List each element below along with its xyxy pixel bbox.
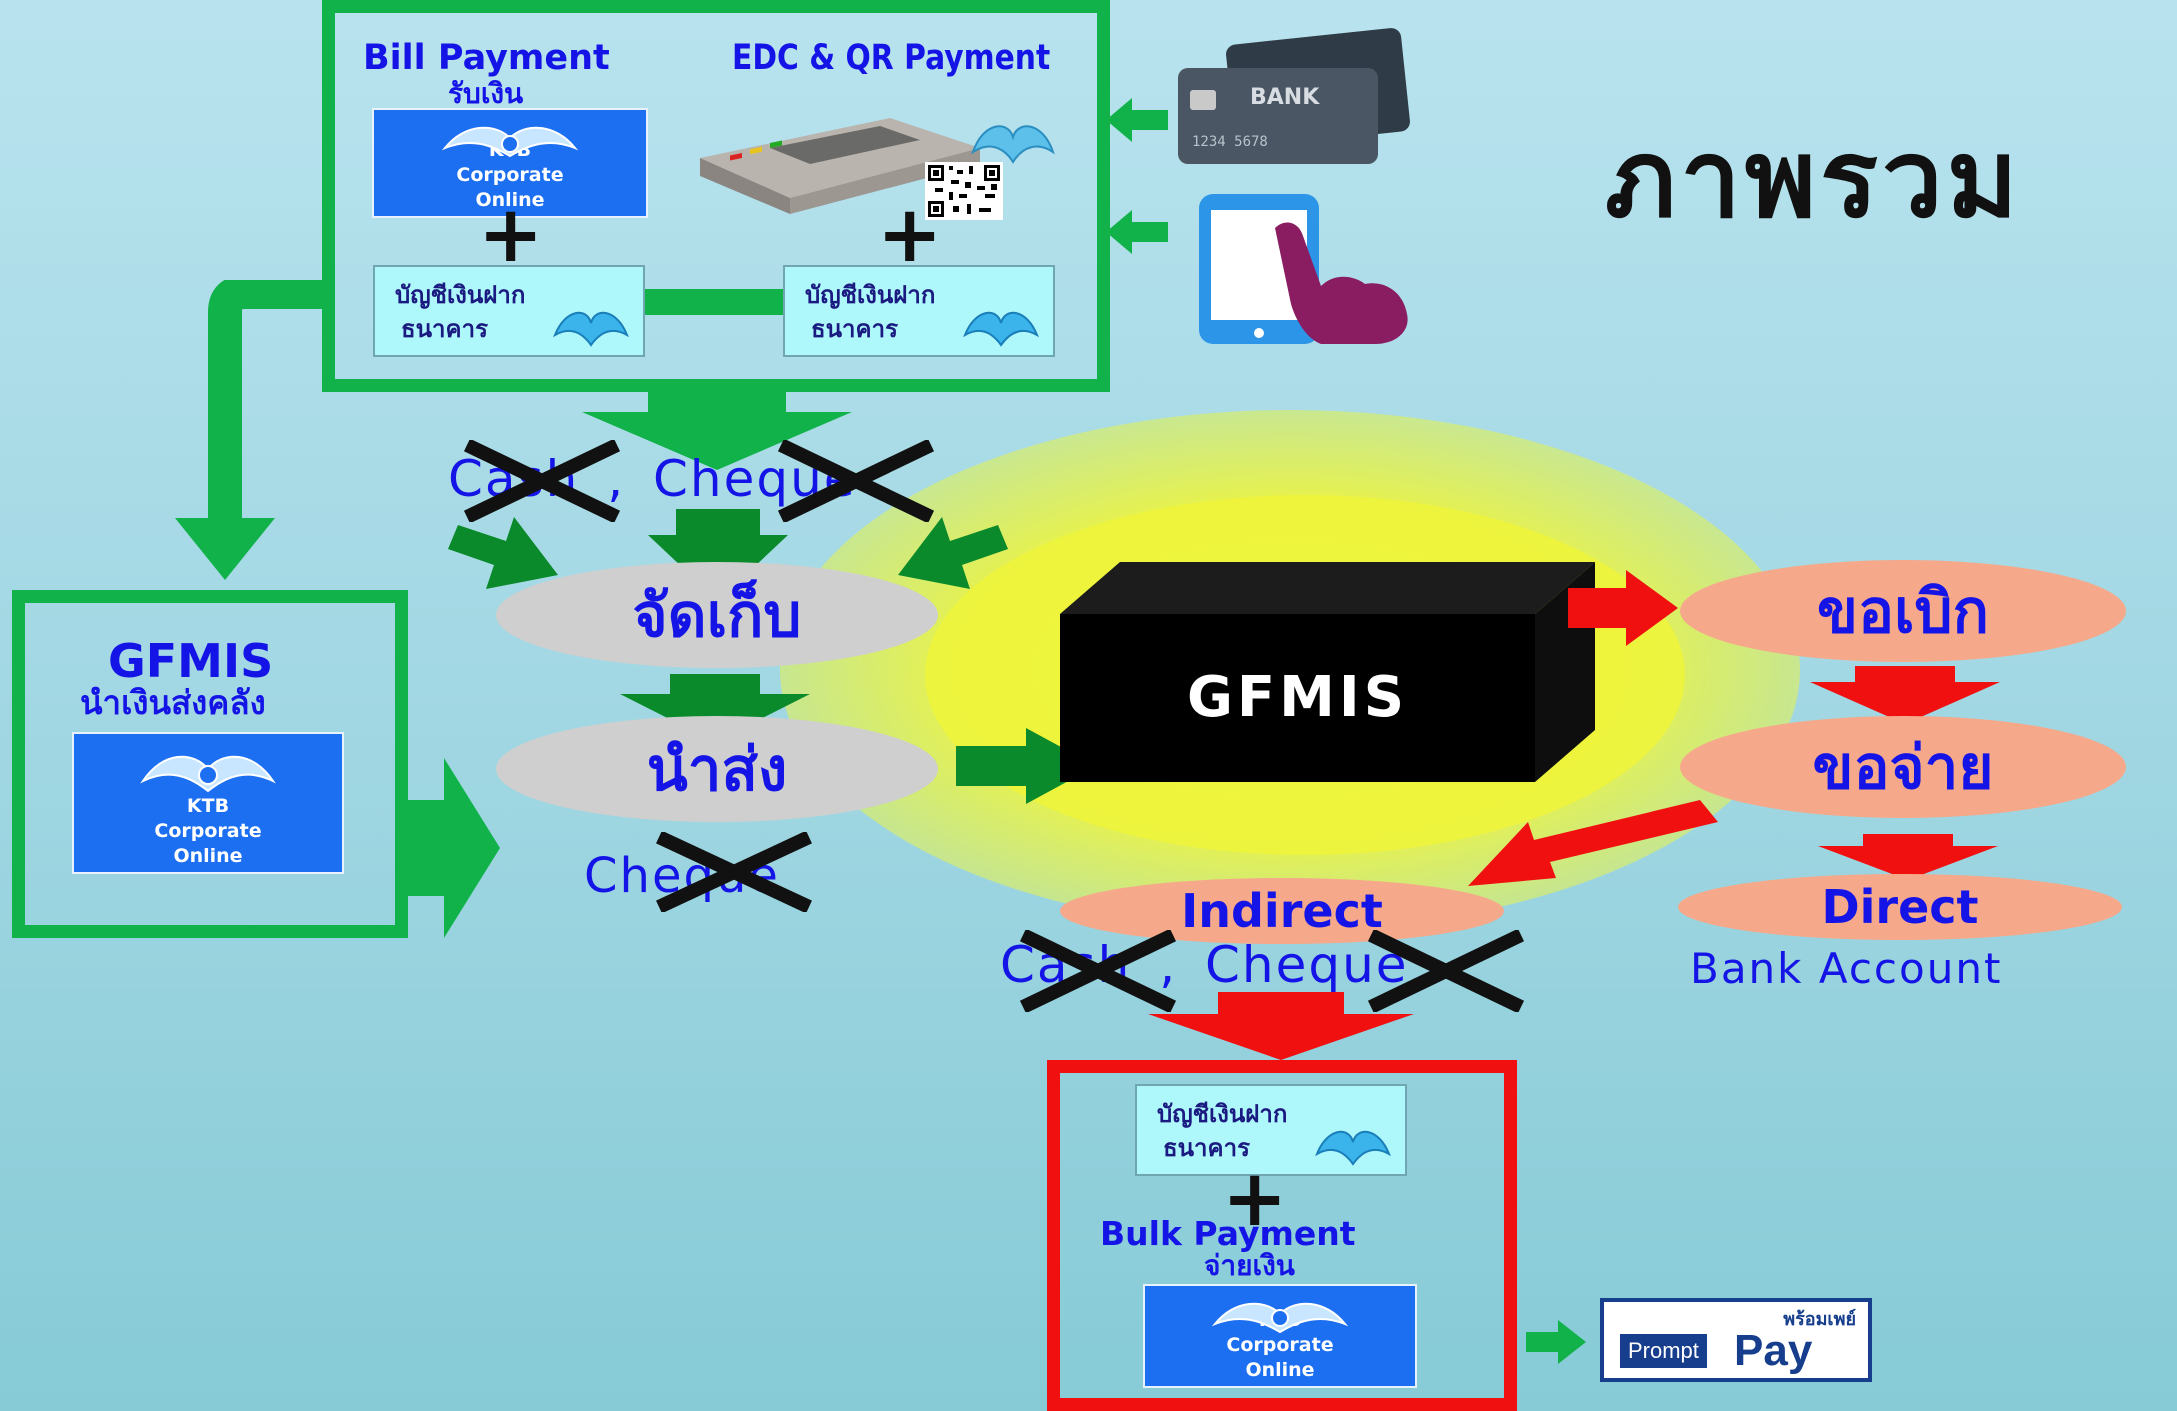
arrow-pay-to-direct (1818, 834, 1998, 880)
gfmis-cube-label: GFMIS (1186, 665, 1409, 730)
direct-ellipse: Direct (1678, 874, 2122, 940)
arrow-mobile-to-box (1106, 210, 1168, 254)
direct-label: Direct (1821, 880, 1979, 934)
ktb-bird-mini-icon (963, 311, 1039, 347)
account-line2: ธนาคาร (811, 314, 898, 343)
comma-bottom: , (1159, 936, 1178, 994)
connector-bar (645, 289, 783, 315)
ktb-bird-mini-icon (1315, 1130, 1391, 1166)
ktb-corporate-online-tile-collect: KTB Corporate Online (372, 108, 648, 218)
mobile-tap-icon (1199, 194, 1408, 344)
ktb-label-2: Corporate (154, 820, 262, 842)
ktb-label-1: KTB (186, 795, 230, 817)
cross-cash-top-icon (463, 440, 621, 522)
ktb-label-3: Online (173, 845, 243, 867)
cross-cheque-top-icon (777, 440, 935, 522)
account-line2: ธนาคาร (401, 314, 488, 343)
collect-ellipse: จัดเก็บ (496, 562, 938, 668)
promptpay-logo: พร้อมเพย์ Prompt Pay (1600, 1298, 1872, 1382)
gfmis-box-title: GFMIS (108, 634, 274, 688)
bulk-payment-label: Bulk Payment (1100, 1214, 1356, 1253)
request-withdraw-ellipse: ขอเบิก (1680, 560, 2126, 662)
plus-sign-payout: + (1222, 1154, 1288, 1244)
qr-code-icon (925, 162, 1003, 220)
bank-account-box-payout: บัญชีเงินฝาก ธนาคาร (1135, 1084, 1407, 1176)
indirect-ellipse: Indirect (1060, 878, 1504, 944)
bill-payment-sub: รับเงิน (448, 77, 524, 110)
ktb-bird-logo-icon (140, 755, 276, 793)
request-pay-ellipse: ขอจ่าย (1680, 716, 2126, 818)
request-withdraw-label: ขอเบิก (1817, 576, 1989, 647)
ktb-corporate-online-tile-payout: KTB Corporate Online (1143, 1284, 1417, 1388)
arrow-to-promptpay (1526, 1320, 1586, 1364)
indirect-label: Indirect (1181, 884, 1383, 938)
ktb-bird-small-icon (971, 125, 1055, 164)
arrow-card-to-box (1106, 98, 1168, 142)
edc-qr-label: EDC & QR Payment (732, 38, 1051, 78)
promptpay-pay: Pay (1734, 1326, 1813, 1375)
promptpay-prompt: Prompt (1620, 1334, 1707, 1368)
ktb-label-3: Online (475, 189, 545, 211)
arrow-gfmis-box-to-remit (404, 758, 500, 938)
arrow-pay-to-indirect (1468, 800, 1718, 886)
ktb-bird-logo-icon (1211, 1302, 1349, 1334)
arrow-gfmis-to-withdraw (1568, 570, 1678, 646)
bank-card-icon: BANK 1234 5678 (1178, 28, 1410, 164)
cash-cheque-bottom: Cash , Cheque (1000, 936, 1409, 994)
arrow-indirect-to-payout (1148, 992, 1414, 1060)
card-bank-text: BANK (1250, 85, 1320, 110)
gfmis-box-subtitle: นำเงินส่งคลัง (80, 683, 266, 722)
remit-label: นำส่ง (646, 734, 788, 805)
plus-sign-right: + (877, 190, 943, 280)
plus-sign-left: + (478, 190, 544, 280)
ktb-bird-logo-icon (441, 127, 579, 158)
ktb-label-2: Corporate (1226, 1334, 1334, 1356)
page-title: ภาพรวม (1605, 117, 2022, 242)
collection-channels-box (322, 0, 1110, 392)
cross-cheque-bottom-icon (1367, 930, 1525, 1012)
bank-account-label: Bank Account (1690, 944, 2003, 993)
bank-account-box-right: บัญชีเงินฝาก ธนาคาร (783, 265, 1055, 357)
ktb-label-3: Online (1245, 1359, 1315, 1381)
cheque-text-bottom: Cheque (1205, 936, 1409, 994)
bill-payment-label: Bill Payment (363, 38, 610, 78)
account-line1: บัญชีเงินฝาก (805, 280, 936, 309)
account-line1: บัญชีเงินฝาก (395, 280, 526, 309)
arrow-withdraw-to-pay (1810, 666, 2000, 724)
ktb-bird-mini-icon (553, 311, 629, 347)
arrow-box-to-gfmis (175, 280, 330, 580)
gfmis-remit-box (12, 590, 408, 938)
card-number-text: 1234 5678 (1192, 134, 1268, 150)
account-line1: บัญชีเงินฝาก (1157, 1099, 1288, 1128)
bank-account-box-left: บัญชีเงินฝาก ธนาคาร (373, 265, 645, 357)
collect-label: จัดเก็บ (632, 580, 802, 651)
cross-cash-bottom-icon (1019, 930, 1177, 1012)
comma-top: , (607, 450, 626, 508)
request-pay-label: ขอจ่าย (1812, 732, 1994, 803)
remit-ellipse: นำส่ง (496, 716, 938, 822)
arrow-down-from-top-box (582, 390, 852, 470)
arrow-collect-to-remit (620, 674, 810, 742)
ktb-label-2: Corporate (456, 164, 564, 186)
bulk-payment-sub: จ่ายเงิน (1204, 1249, 1295, 1282)
ktb-corporate-online-tile-gfmis: KTB Corporate Online (72, 732, 344, 874)
arrows-into-collect (448, 509, 1008, 601)
promptpay-thai: พร้อมเพย์ (1783, 1309, 1856, 1330)
account-line2: ธนาคาร (1163, 1133, 1250, 1162)
payout-box (1047, 1060, 1517, 1411)
cross-cheque-remit-icon (656, 832, 812, 912)
